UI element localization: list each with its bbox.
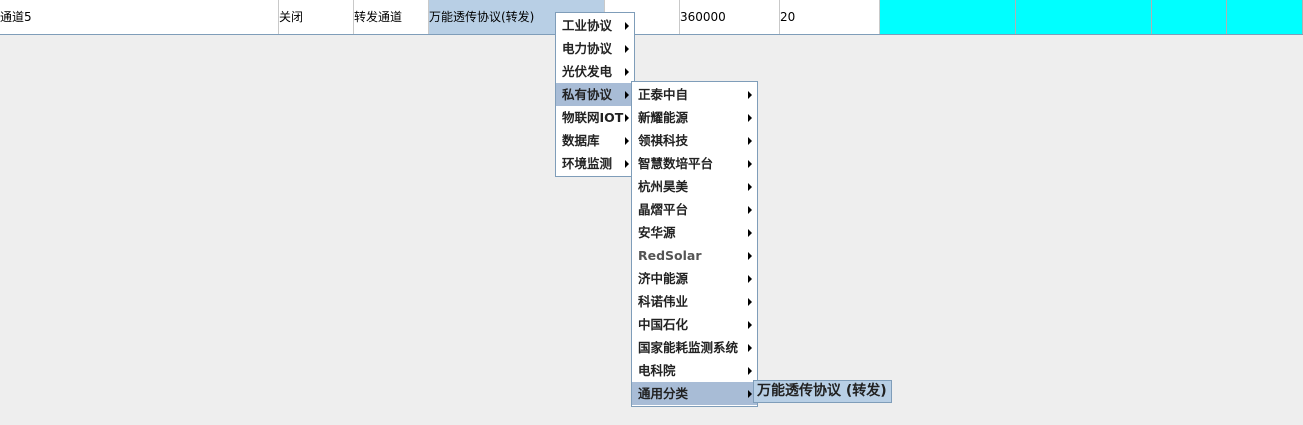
cell-cyan-4[interactable] (1227, 0, 1303, 34)
submenu-arrow-icon (748, 367, 752, 375)
menu-item-label: 工业协议 (562, 18, 613, 33)
submenu-arrow-icon (748, 183, 752, 191)
cell-channel-name[interactable]: 通道5 (0, 0, 279, 34)
cell-value-2[interactable]: 20 (780, 0, 880, 34)
cell-cyan-2[interactable] (1016, 0, 1152, 34)
menu-item-label: 晶熠平台 (638, 202, 689, 217)
submenu-item[interactable]: 济中能源 (632, 267, 757, 290)
submenu-arrow-icon (625, 114, 629, 122)
submenu-arrow-icon (748, 206, 752, 214)
cell-status[interactable]: 关闭 (279, 0, 354, 34)
menu-item-label: 光伏发电 (562, 64, 613, 79)
cell-empty[interactable] (605, 0, 680, 34)
general-category-submenu: 万能透传协议 (转发) (753, 380, 892, 403)
menu-item-label: 领祺科技 (638, 133, 689, 148)
menu-item-label: 济中能源 (638, 271, 689, 286)
submenu-arrow-icon (625, 22, 629, 30)
submenu-item[interactable]: 科诺伟业 (632, 290, 757, 313)
cell-text: 万能透传协议(转发) (429, 10, 535, 24)
submenu-item-universal-passthrough[interactable]: 万能透传协议 (转发) (754, 381, 891, 402)
menu-item-label: 数据库 (562, 133, 600, 148)
submenu-item[interactable]: 杭州昊美 (632, 175, 757, 198)
cell-cyan-1[interactable] (880, 0, 1016, 34)
menu-item-label: 杭州昊美 (638, 179, 689, 194)
menu-item-label: 电力协议 (562, 41, 613, 56)
submenu-item[interactable]: 电科院 (632, 359, 757, 382)
menu-item-label: 万能透传协议 (转发) (757, 383, 887, 399)
menu-item-label: 正泰中自 (638, 87, 689, 102)
menu-item-label: 新耀能源 (638, 110, 689, 125)
submenu-arrow-icon (748, 137, 752, 145)
menu-item-label: 物联网IOT (562, 110, 624, 125)
cell-cyan-3[interactable] (1152, 0, 1227, 34)
submenu-arrow-icon (625, 137, 629, 145)
menu-item-database[interactable]: 数据库 (556, 129, 634, 152)
menu-item-label: 私有协议 (562, 87, 613, 102)
submenu-arrow-icon (625, 91, 629, 99)
submenu-item[interactable]: 正泰中自 (632, 83, 757, 106)
menu-item-iot[interactable]: 物联网IOT (556, 106, 634, 129)
menu-item-label: 科诺伟业 (638, 294, 689, 309)
cell-value-1[interactable]: 360000 (680, 0, 780, 34)
table-row[interactable]: 通道5 关闭 转发通道 万能透传协议(转发) 360000 20 (0, 0, 1303, 35)
menu-item-label: 电科院 (638, 363, 676, 378)
submenu-arrow-icon (748, 390, 752, 398)
protocol-category-menu: 工业协议 电力协议 光伏发电 私有协议 物联网IOT 数据库 环境监测 (555, 12, 635, 177)
submenu-arrow-icon (625, 160, 629, 168)
menu-item-power[interactable]: 电力协议 (556, 37, 634, 60)
menu-item-solar[interactable]: 光伏发电 (556, 60, 634, 83)
submenu-arrow-icon (748, 344, 752, 352)
menu-item-label: 中国石化 (638, 317, 689, 332)
cell-channel-type[interactable]: 转发通道 (354, 0, 429, 34)
submenu-item[interactable]: 国家能耗监测系统 (632, 336, 757, 359)
menu-item-private[interactable]: 私有协议 (556, 83, 634, 106)
menu-item-label: 通用分类 (638, 386, 689, 401)
submenu-item-general[interactable]: 通用分类 (632, 382, 757, 405)
cell-text: 20 (780, 10, 796, 24)
menu-item-label: RedSolar (638, 248, 702, 263)
submenu-arrow-icon (625, 45, 629, 53)
submenu-item[interactable]: 中国石化 (632, 313, 757, 336)
menu-item-label: 国家能耗监测系统 (638, 340, 739, 355)
cell-text: 关闭 (279, 10, 304, 24)
menu-item-industrial[interactable]: 工业协议 (556, 14, 634, 37)
menu-item-label: 安华源 (638, 225, 676, 240)
submenu-arrow-icon (748, 298, 752, 306)
submenu-arrow-icon (748, 321, 752, 329)
submenu-arrow-icon (748, 229, 752, 237)
submenu-arrow-icon (748, 252, 752, 260)
cell-text: 转发通道 (354, 10, 403, 24)
submenu-item[interactable]: 领祺科技 (632, 129, 757, 152)
submenu-arrow-icon (748, 114, 752, 122)
submenu-arrow-icon (748, 160, 752, 168)
submenu-item[interactable]: RedSolar (632, 244, 757, 267)
private-protocol-submenu: 正泰中自 新耀能源 领祺科技 智慧数培平台 杭州昊美 晶熠平台 安华源 RedS… (631, 81, 758, 407)
submenu-item[interactable]: 安华源 (632, 221, 757, 244)
submenu-arrow-icon (748, 91, 752, 99)
submenu-item[interactable]: 晶熠平台 (632, 198, 757, 221)
submenu-item[interactable]: 新耀能源 (632, 106, 757, 129)
menu-item-label: 环境监测 (562, 156, 613, 171)
submenu-arrow-icon (748, 275, 752, 283)
cell-text: 通道5 (0, 10, 32, 24)
menu-item-environment[interactable]: 环境监测 (556, 152, 634, 175)
cell-text: 360000 (680, 10, 726, 24)
menu-item-label: 智慧数培平台 (638, 156, 714, 171)
submenu-arrow-icon (625, 68, 629, 76)
submenu-item[interactable]: 智慧数培平台 (632, 152, 757, 175)
